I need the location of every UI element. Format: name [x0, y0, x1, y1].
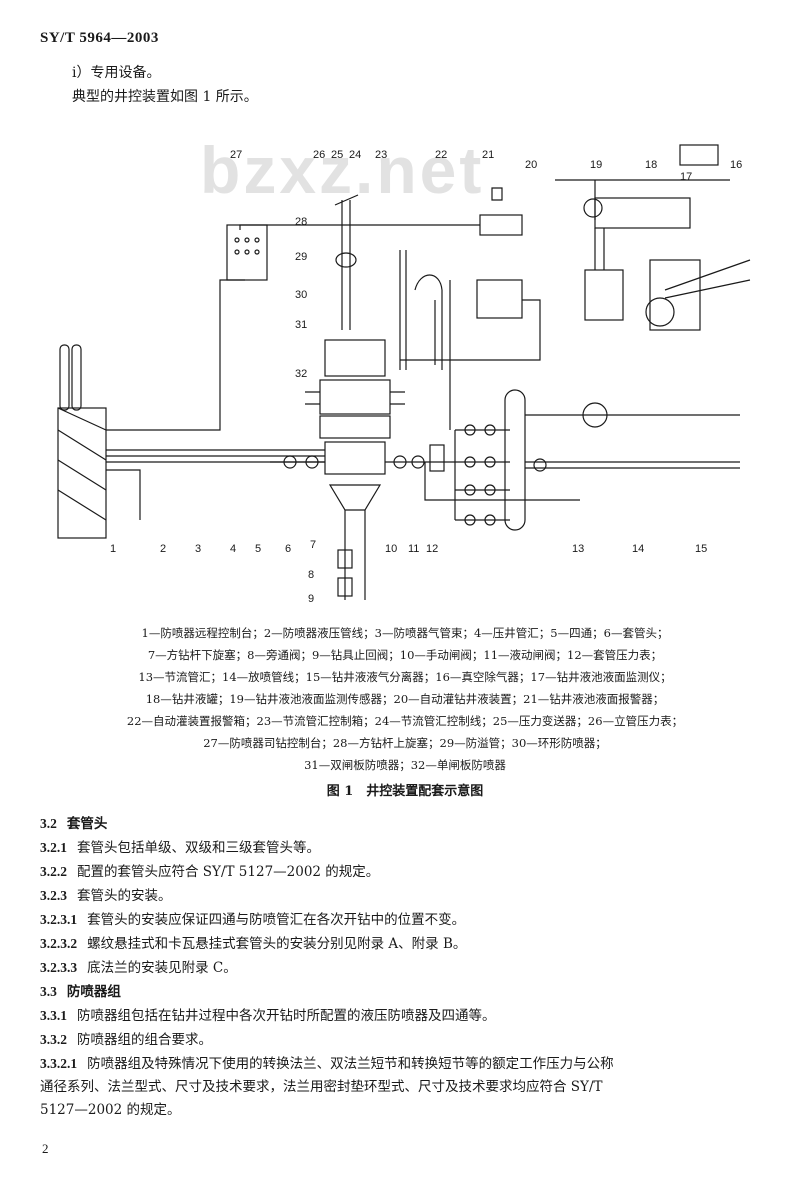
intro-line-1: i）专用设备。	[72, 65, 161, 81]
legend-line: 13—节流管汇；14—放喷管线；15—钻井液液气分离器；16—真空除气器；17—…	[138, 670, 672, 684]
callout-32: 32	[295, 368, 307, 380]
gas-bottle	[71, 344, 82, 411]
drilling-spool	[324, 441, 386, 475]
auto-fill-unit	[584, 269, 624, 321]
callout-18: 18	[645, 159, 657, 171]
callout-14: 14	[632, 543, 644, 555]
legend-line: 7—方钻杆下旋塞；8—旁通阀；9—钻具止回阀；10—手动闸阀；11—液动闸阀；1…	[147, 648, 663, 662]
callout-10: 10	[385, 543, 397, 555]
legend-line: 18—钻井液罐；19—钻井液池液面监测传感器；20—自动灌钻井液装置；21—钻井…	[145, 692, 665, 706]
clause-continuation: 5127—2002 的规定。	[40, 1102, 181, 1118]
remote-control-unit	[57, 407, 107, 539]
callout-26: 26	[313, 149, 325, 161]
clause-continuation: 通径系列、法兰型式、尺寸及技术要求，法兰用密封垫环型式、尺寸及技术要求均应符合 …	[40, 1079, 603, 1095]
choke-manifold-vessel	[504, 389, 526, 531]
legend-line: 31—双闸板防喷器；32—单闸板防喷器	[304, 758, 506, 772]
callout-11: 11	[408, 543, 419, 555]
callout-15: 15	[695, 543, 707, 555]
figure-legend: 1—防喷器远程控制台；2—防喷器液压管线；3—防喷器气管束；4—压井管汇；5—四…	[40, 622, 770, 776]
callout-2: 2	[160, 543, 166, 555]
callout-16: 16	[730, 159, 742, 171]
callout-20: 20	[525, 159, 537, 171]
level-monitor	[679, 144, 719, 166]
callout-24: 24	[349, 149, 361, 161]
callout-3: 3	[195, 543, 201, 555]
callout-12: 12	[426, 543, 438, 555]
callout-6: 6	[285, 543, 291, 555]
mud-gas-separator	[582, 402, 608, 428]
callout-9: 9	[308, 593, 314, 605]
callout-7: 7	[310, 539, 316, 551]
callout-22: 22	[435, 149, 447, 161]
callout-13: 13	[572, 543, 584, 555]
callout-1: 1	[110, 543, 116, 555]
callout-8: 8	[308, 569, 314, 581]
diagram-callouts: 27 26 25 24 23 22 21 20 19 18 17 16 28 2…	[110, 149, 742, 605]
callout-21: 21	[482, 149, 494, 161]
callout-4: 4	[230, 543, 236, 555]
standard-id-header: SY/T 5964—2003	[40, 30, 159, 46]
legend-line: 1—防喷器远程控制台；2—防喷器液压管线；3—防喷器气管束；4—压井管汇；5—四…	[141, 626, 669, 640]
callout-29: 29	[295, 251, 307, 263]
gas-bottle	[59, 344, 70, 411]
alarm-box	[479, 214, 523, 236]
intro-line-2: 典型的井控装置如图 1 所示。	[72, 89, 258, 105]
callout-5: 5	[255, 543, 261, 555]
figure-caption: 图 1 井控装置配套示意图	[326, 784, 484, 799]
legend-line: 22—自动灌装置报警箱；23—节流管汇控制箱；24—节流管汇控制线；25—压力变…	[126, 714, 684, 728]
watermark: bzxz.net	[200, 133, 485, 207]
casing-head	[328, 484, 382, 511]
driller-control-panel	[226, 224, 268, 281]
callout-31: 31	[295, 319, 307, 331]
callout-27: 27	[230, 149, 242, 161]
annular-bop	[324, 339, 386, 377]
callout-17: 17	[680, 171, 692, 183]
vacuum-degasser	[649, 259, 701, 331]
single-ram-bop	[319, 415, 391, 439]
page-number: 2	[42, 1141, 49, 1156]
legend-line: 27—防喷器司钻控制台；28—方钻杆上旋塞；29—防溢管；30—环形防喷器；	[203, 736, 607, 750]
well-control-diagram: 27 26 25 24 23 22 21 20 19 18 17 16 28 2…	[57, 144, 751, 605]
choke-control-box	[476, 279, 523, 319]
callout-30: 30	[295, 289, 307, 301]
callout-28: 28	[295, 216, 307, 228]
double-ram-bop	[319, 379, 391, 415]
callout-25: 25	[331, 149, 343, 161]
callout-19: 19	[590, 159, 602, 171]
callout-23: 23	[375, 149, 387, 161]
